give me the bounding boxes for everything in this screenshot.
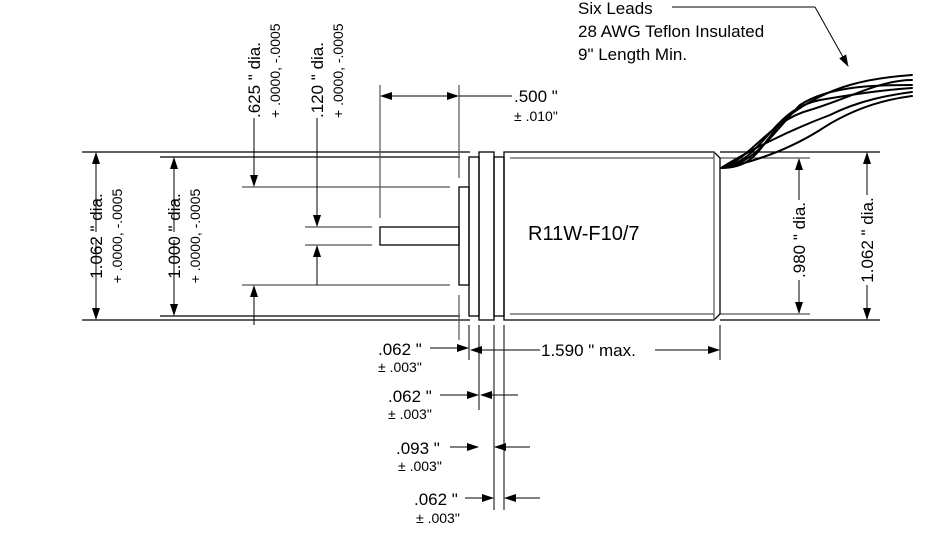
dim-062a-tol: ± .003" — [378, 359, 422, 375]
leads-note-line2: 28 AWG Teflon Insulated — [578, 22, 764, 41]
dimension-lines — [92, 92, 871, 510]
dim-1000-tol: + .0000, -.0005 — [187, 189, 203, 284]
dim-500-tol: ± .010" — [514, 108, 558, 124]
leads-leader — [672, 6, 849, 67]
dim-093-tol: ± .003" — [398, 458, 442, 474]
dim-120-tol: + .0000, -.0005 — [330, 23, 346, 118]
dim-120-value: .120 " dia. — [308, 42, 327, 118]
dim-625-tol: + .0000, -.0005 — [267, 23, 283, 118]
dim-062a-value: .062 " — [378, 340, 422, 359]
dim-1062-right-value: 1.062 " dia. — [858, 197, 877, 282]
pilot-flange — [458, 151, 505, 321]
dim-062c-tol: ± .003" — [416, 510, 460, 526]
dim-1062-left-value: 1.062 " dia. — [87, 193, 106, 278]
dim-062b-value: .062 " — [388, 387, 432, 406]
shaft — [379, 226, 460, 246]
dim-500-value: .500 " — [514, 87, 558, 106]
leads-note-line1: Six Leads — [578, 0, 653, 18]
dim-062b-tol: ± .003" — [388, 406, 432, 422]
dim-1590-value: 1.590 " max. — [541, 341, 636, 360]
dim-062c-value: .062 " — [414, 490, 458, 509]
dim-980-value: .980 " dia. — [790, 202, 809, 278]
lead-wires — [720, 74, 913, 169]
dim-1000-value: 1.000 " dia. — [165, 193, 184, 278]
dim-625-value: .625 " dia. — [245, 42, 264, 118]
dim-1062-left-tol: + .0000, -.0005 — [109, 189, 125, 284]
motor-body — [503, 151, 721, 321]
part-number: R11W-F10/7 — [528, 223, 640, 245]
dim-093-value: .093 " — [396, 439, 440, 458]
leads-note-line3: 9" Length Min. — [578, 45, 687, 64]
